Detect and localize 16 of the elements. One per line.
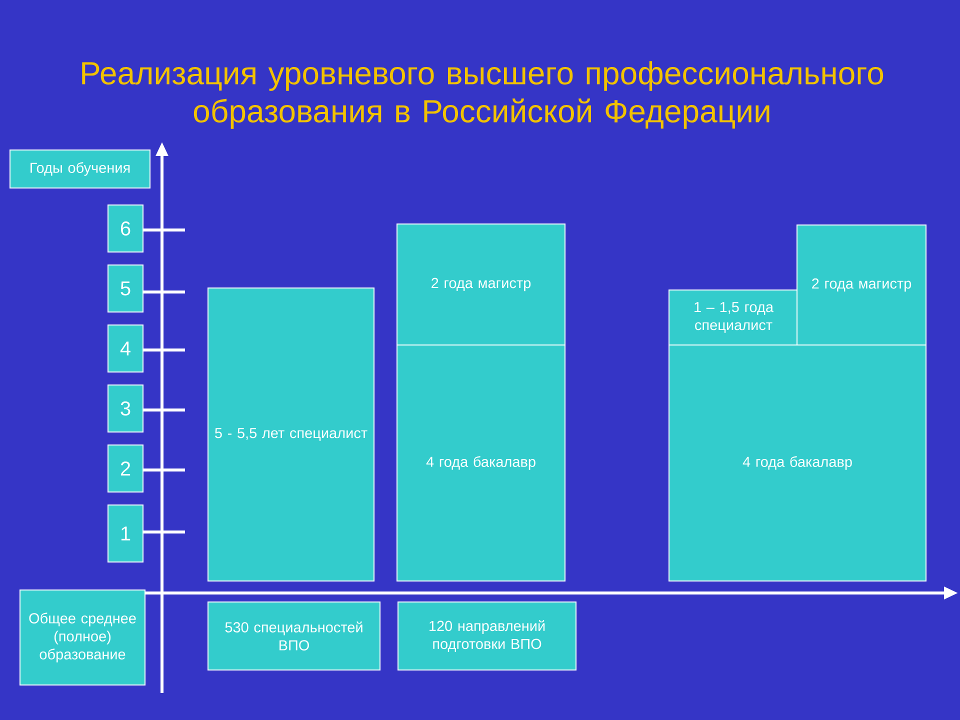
label-box: Годы обучения [10,150,150,188]
year-box: 2 [108,444,144,492]
stage-box: 2 года магистр [396,224,566,346]
year-box: 3 [108,384,144,432]
stage-box: 4 года бакалавр [396,344,566,582]
year-box: 5 [108,264,144,312]
title: Реализация уровневого высшего профессионального образования в Российской Федерации [82,61,884,129]
year-box: 6 [108,204,144,252]
label-box: Общее среднее (полное) образование [20,590,146,686]
label-box: 530 специальностей ВПО [208,602,380,670]
year-box: 1 [108,504,144,562]
year-box: 4 [108,324,144,372]
label-box: 120 направлений подготовки ВПО [398,602,576,670]
stage-box: 2 года магистр [796,224,926,346]
stage-box: 5 - 5,5 лет специалист [208,288,374,582]
stage-box: 1 – 1,5 года специалист [668,290,798,346]
